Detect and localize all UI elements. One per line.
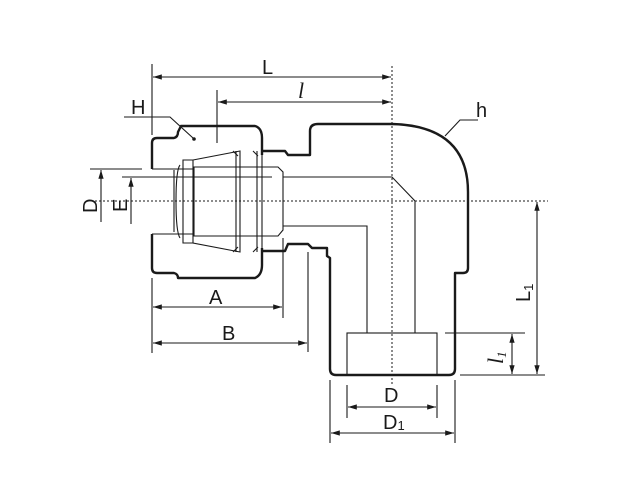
socket-bore: [346, 332, 438, 376]
E-label: E: [110, 199, 132, 212]
L1-label: L1: [513, 284, 536, 302]
front-ferrule: [182, 150, 241, 253]
h-leader: [444, 119, 478, 137]
l-label: l: [298, 78, 304, 103]
elbow-body-outline: [262, 122, 470, 377]
l1-label: l1: [483, 351, 509, 364]
D-left-label: D: [80, 199, 102, 213]
H-label: H: [131, 97, 145, 119]
h-label: h: [476, 100, 487, 122]
tube: [152, 166, 284, 237]
L-label: L: [262, 57, 273, 79]
H-leader-dot: [192, 137, 196, 141]
B-label: B: [222, 323, 235, 345]
thread-marks: [232, 150, 263, 253]
A-label: A: [209, 287, 223, 309]
D1-label: D1: [383, 412, 405, 434]
bore: [283, 176, 416, 333]
nut-outline: [150, 124, 264, 280]
nut-inner-lines: [173, 151, 258, 252]
D-bottom-label: D: [384, 385, 398, 407]
H-leader: [124, 116, 194, 139]
